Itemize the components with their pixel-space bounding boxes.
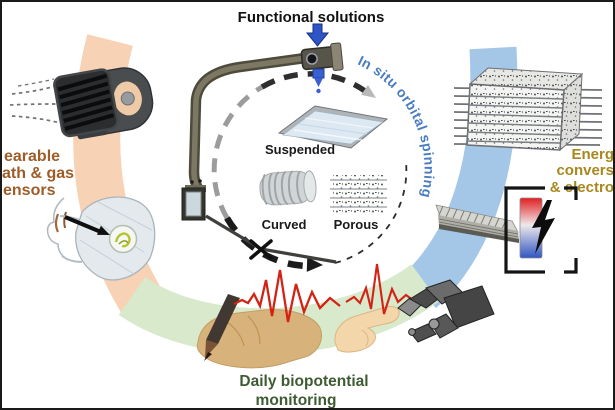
curved-label: Curved (262, 217, 307, 232)
curved-fiber-cylinder-illustration (259, 170, 317, 206)
energy-caption: Energ convers & electro (550, 146, 613, 196)
robotic-hand-illustration (397, 279, 495, 343)
energy-caption-line2: convers (556, 162, 613, 179)
emg-signal-waveform (233, 269, 341, 323)
mask-valve (108, 224, 138, 254)
blue-arrow-down-icon (305, 23, 330, 47)
spin-direction-arrow-icon (361, 85, 376, 98)
wearable-caption-line1: earable (4, 148, 60, 165)
wearable-caption-line3: ensors (3, 182, 56, 199)
energy-caption-line3: & electro (550, 179, 613, 196)
biopotential-caption: Daily biopotential monitoring (239, 373, 368, 408)
lightning-bolt-icon (532, 200, 555, 254)
figure-title: Functional solutions (238, 9, 385, 26)
pen (206, 294, 240, 344)
ecg-signal-waveform (345, 263, 415, 315)
watch-button (120, 91, 135, 106)
spinneret-nozzle-icon (300, 23, 344, 94)
biopotential-caption-line2: monitoring (256, 392, 337, 408)
smartwatch-illustration (53, 67, 154, 140)
spinning-apparatus-illustration (181, 50, 337, 264)
hand-writing-illustration (196, 269, 341, 369)
wearable-sensors-caption: earable ath & gas ensors (2, 148, 74, 199)
thermoelectric-device-illustration (435, 186, 578, 274)
face-mask-illustration (46, 196, 156, 281)
wearable-caption-line2: ath & gas (2, 165, 74, 182)
fiber-electrode-cube-illustration (453, 67, 603, 152)
energy-caption-line1: Energ (571, 146, 613, 163)
suspended-membrane-illustration (277, 105, 389, 149)
circuit-bracket (504, 186, 578, 274)
human-finger-illustration (334, 263, 415, 353)
hot-cold-gradient-bar (519, 197, 543, 259)
rotation-arrow-icon (306, 256, 323, 272)
mask-arrow-icon (64, 215, 102, 234)
suspended-label: Suspended (265, 142, 335, 157)
porous-fiber-illustration (330, 175, 387, 214)
biopotential-caption-line1: Daily biopotential (239, 373, 368, 390)
porous-label: Porous (334, 217, 379, 232)
fiber-cross-mark (249, 239, 273, 260)
